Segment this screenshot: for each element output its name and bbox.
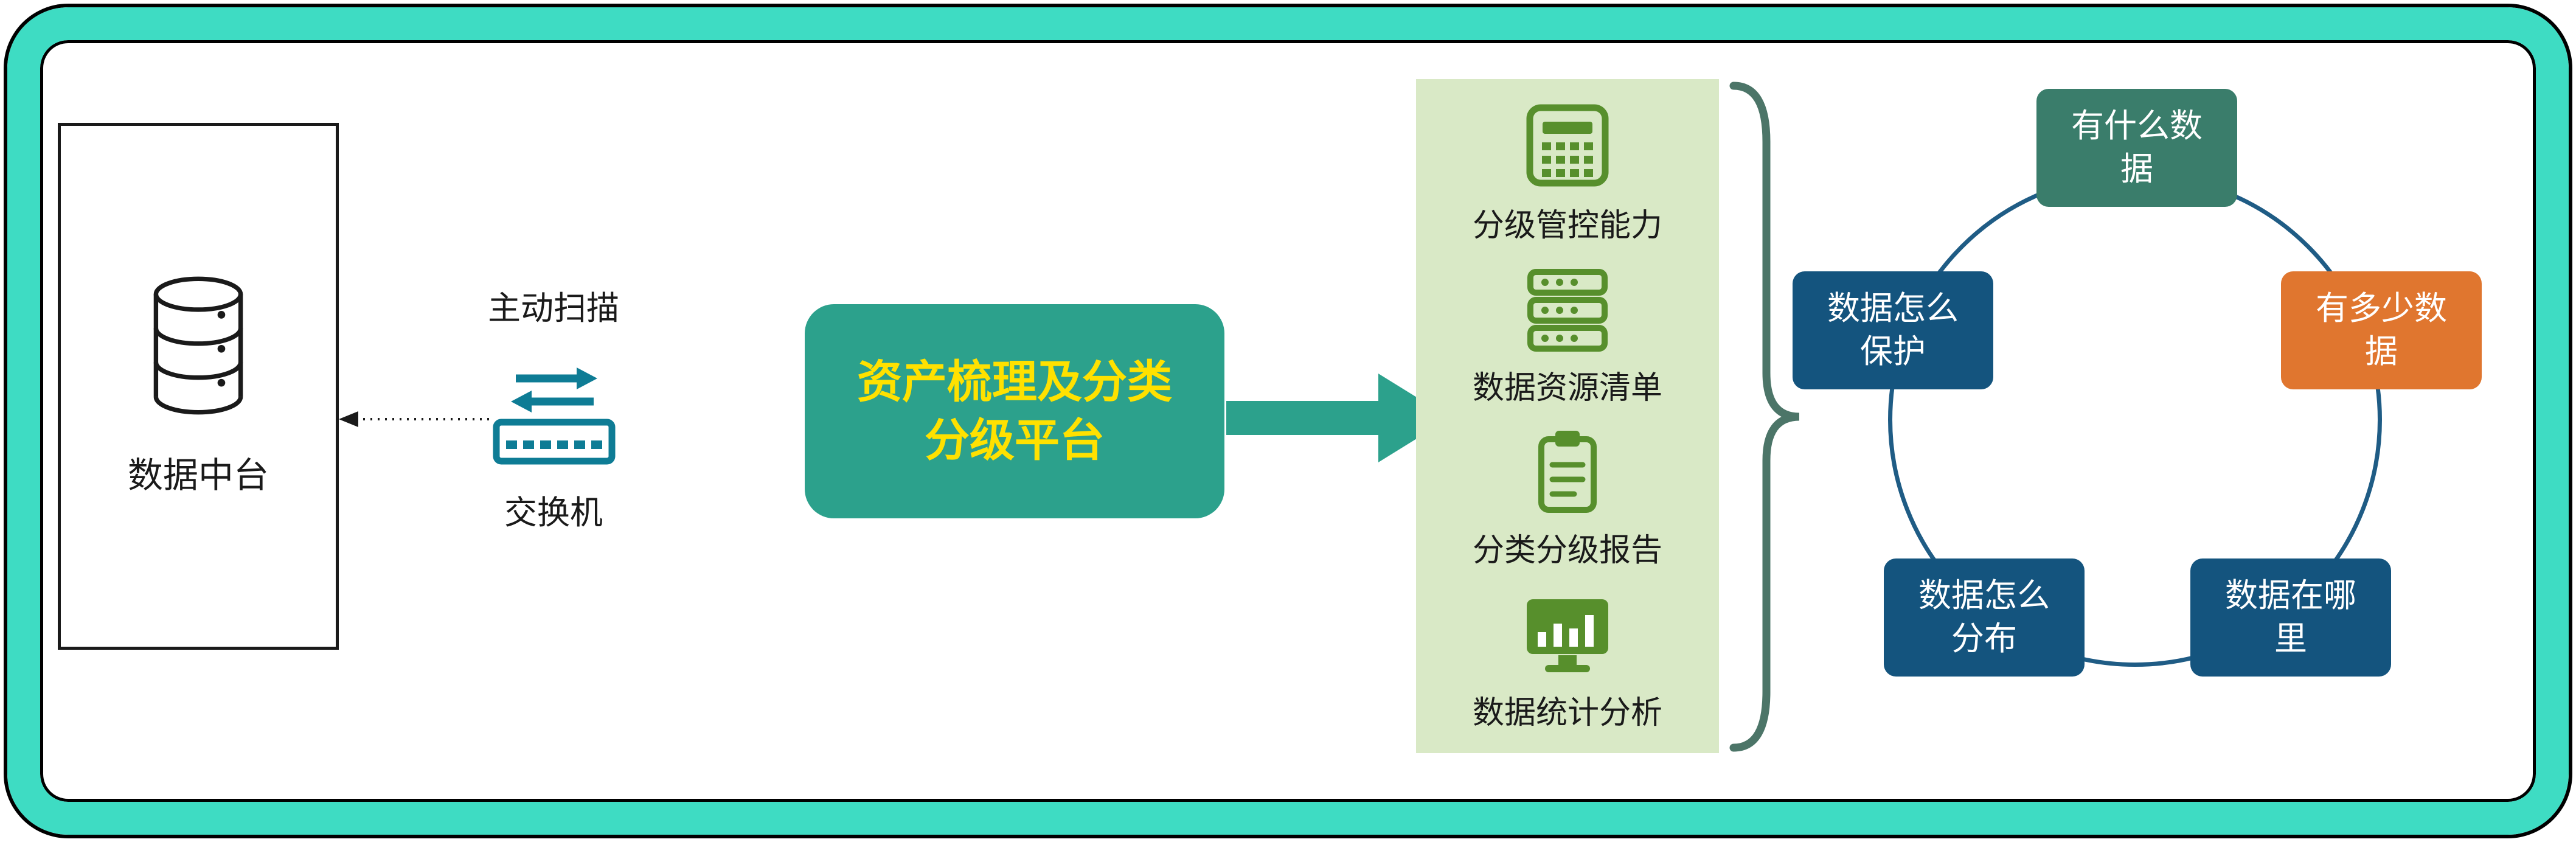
capability-label: 分类分级报告 bbox=[1472, 533, 1662, 568]
scan-mode-label: 主动扫描 bbox=[488, 290, 619, 327]
data-center-box: 数据中台 bbox=[58, 123, 339, 650]
capability-item: 分级管控能力 bbox=[1473, 100, 1662, 245]
flow-arrow bbox=[1226, 374, 1450, 462]
capability-item: 分类分级报告 bbox=[1473, 425, 1662, 570]
capability-item: 数据资源清单 bbox=[1473, 262, 1662, 408]
grid-icon bbox=[1526, 104, 1609, 187]
question-box-what-data: 有什么数据 bbox=[2036, 89, 2237, 207]
platform-title-line1: 资产梳理及分类 bbox=[857, 356, 1172, 407]
capability-label: 数据资源清单 bbox=[1472, 371, 1662, 406]
question-box-data-distribution: 数据怎么分布 bbox=[1884, 558, 2085, 677]
servers-icon bbox=[1527, 269, 1608, 352]
outer-frame bbox=[7, 7, 2569, 835]
question-box-data-protection: 数据怎么保护 bbox=[1793, 271, 1993, 389]
capability-item: 数据统计分析 bbox=[1473, 587, 1662, 732]
capability-label: 分级管控能力 bbox=[1472, 208, 1662, 243]
curly-brace bbox=[1729, 82, 1800, 752]
data-center-label: 数据中台 bbox=[127, 456, 269, 495]
network-switch-icon bbox=[493, 367, 616, 465]
platform-title-line2: 分级平台 bbox=[925, 415, 1105, 465]
database-icon bbox=[153, 276, 243, 415]
report-icon bbox=[1538, 431, 1597, 513]
capability-label: 数据统计分析 bbox=[1472, 695, 1662, 731]
dotted-scan-arrow bbox=[339, 411, 491, 427]
monitor-icon bbox=[1526, 599, 1608, 672]
capability-panel: 分级管控能力 数据资源清单 bbox=[1416, 79, 1719, 753]
platform-box: 资产梳理及分类 分级平台 bbox=[805, 304, 1224, 518]
question-box-how-much-data: 有多少数据 bbox=[2281, 271, 2482, 389]
switch-label: 交换机 bbox=[504, 495, 603, 531]
question-box-where-data: 数据在哪里 bbox=[2190, 558, 2391, 677]
